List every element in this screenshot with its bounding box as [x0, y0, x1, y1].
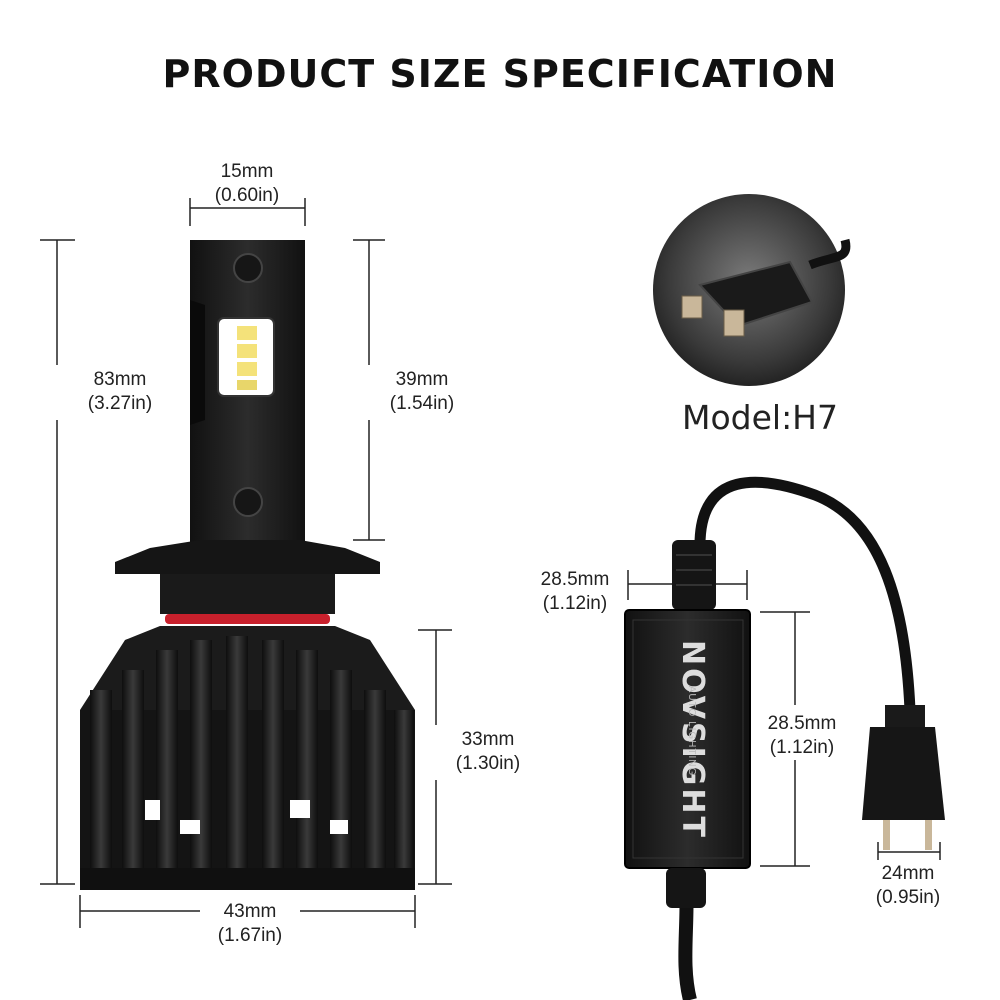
driver-length-label: 28.5mm (1.12in): [767, 713, 837, 758]
connector-width-label: 24mm (0.95in): [875, 863, 941, 908]
page-title: PRODUCT SIZE SPECIFICATION: [162, 52, 838, 96]
top-width-label: 15mm (0.60in): [214, 161, 280, 206]
brand-tagline: AUTO LIGHTING: [686, 685, 697, 777]
total-length-label: 83mm (3.27in): [87, 369, 153, 414]
screw-top: [233, 253, 263, 283]
model-label: Model:H7: [681, 398, 838, 437]
base-width-label: 43mm (1.67in): [217, 901, 283, 946]
red-ring: [165, 614, 330, 624]
driver-module-image: [624, 476, 945, 1000]
led-section-label: 39mm (1.54in): [389, 369, 455, 414]
heatsink-height-label: 33mm (1.30in): [455, 729, 521, 774]
screw-bottom: [233, 487, 263, 517]
led-bulb-image: [80, 240, 415, 890]
driver-width-label: 28.5mm (1.12in): [540, 569, 610, 614]
h7-connector-closeup: [653, 194, 851, 386]
